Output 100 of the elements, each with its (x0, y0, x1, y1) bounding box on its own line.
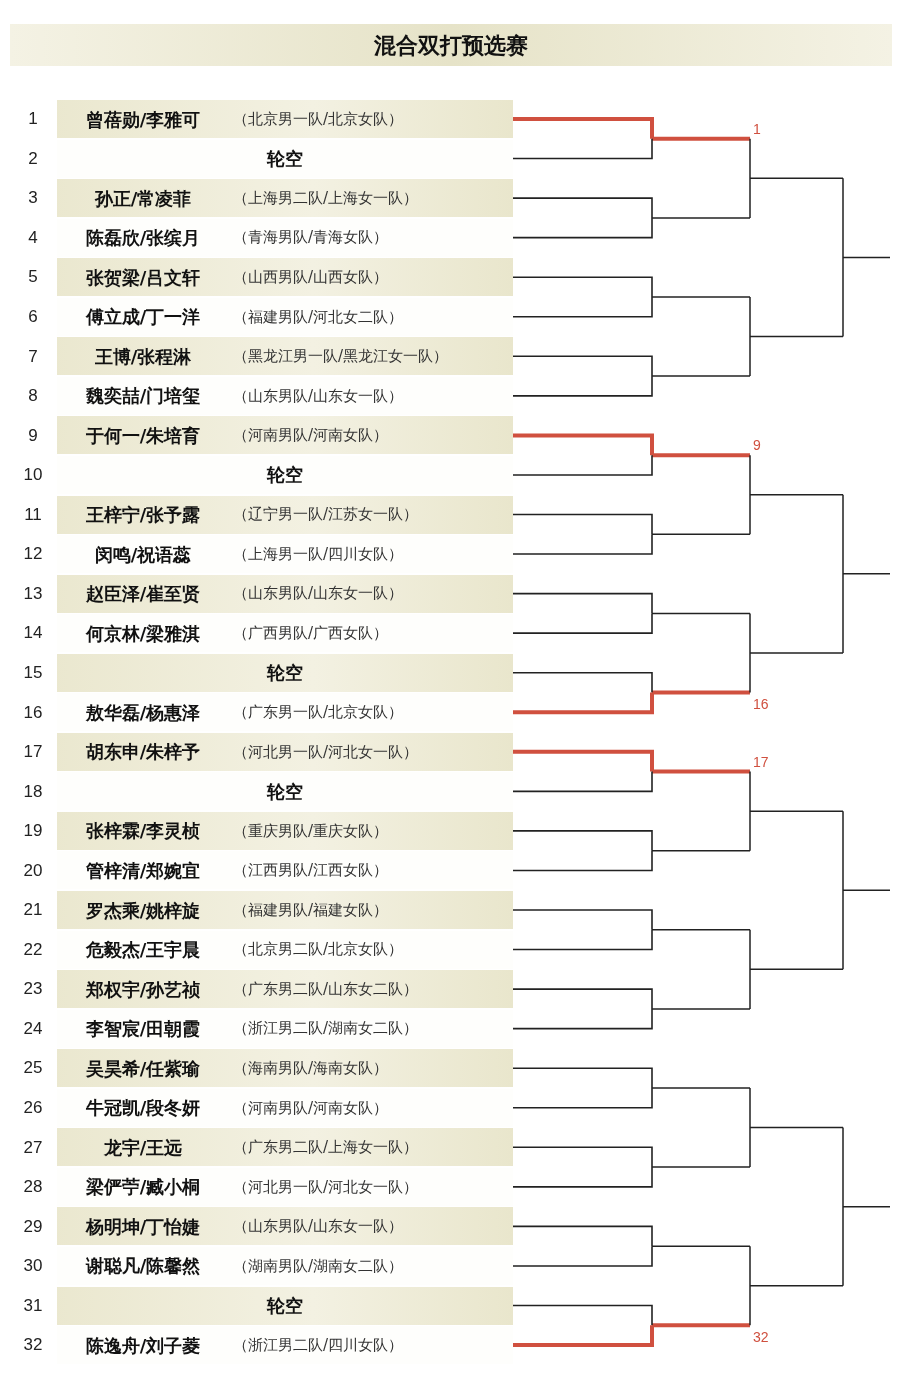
seed-number: 22 (22, 938, 44, 961)
player-names: 管梓清/郑婉宜 (84, 858, 202, 883)
team-names: （山东男队/山东女一队） (233, 385, 404, 407)
bracket-line (512, 929, 653, 951)
bye-text: 轮空 (265, 779, 304, 804)
bracket-line (512, 592, 653, 615)
seed-number: 21 (22, 899, 44, 922)
bracket-line (513, 117, 654, 139)
team-names: （青海男队/青海女队） (233, 227, 389, 249)
seed-number: 9 (27, 424, 39, 447)
player-names: 罗杰乘/姚梓旋 (84, 898, 202, 923)
seed-number: 8 (27, 385, 39, 408)
seed-number: 13 (22, 582, 44, 605)
bye-text: 轮空 (265, 1294, 304, 1318)
team-names: （广西男队/广西女队） (233, 622, 389, 644)
bracket-line (512, 296, 653, 318)
player-names: 闵鸣/祝语蕊 (93, 542, 193, 567)
seed-number: 15 (22, 661, 44, 684)
bracket-line (512, 533, 653, 555)
seed-number: 31 (22, 1294, 44, 1317)
seed-number: 30 (22, 1255, 44, 1278)
seed-label: 16 (753, 695, 769, 715)
team-names: （上海男二队/上海女一队） (233, 187, 419, 209)
team-names: （广东男二队/山东女二队） (233, 978, 419, 1000)
team-names: （广东男二队/上海女一队） (233, 1137, 419, 1159)
seed-number: 4 (27, 226, 39, 249)
team-names: （浙江男二队/四川女队） (233, 1334, 404, 1356)
player-names: 谢聪凡/陈馨然 (84, 1254, 202, 1279)
team-names: （上海男一队/四川女队） (233, 543, 404, 565)
team-names: （北京男一队/北京女队） (233, 108, 404, 130)
player-names: 陈逸舟/刘子菱 (84, 1333, 202, 1358)
seed-number: 28 (22, 1176, 44, 1199)
seed-number: 19 (22, 820, 44, 843)
bracket-line (512, 1067, 653, 1089)
player-names: 龙宇/王远 (102, 1135, 184, 1160)
seed-number: 11 (23, 503, 43, 526)
seed-number: 17 (22, 741, 44, 764)
seed-label: 32 (753, 1328, 769, 1348)
bracket-line (512, 276, 653, 298)
team-names: （河北男一队/河北女一队） (233, 741, 419, 763)
player-names: 何京林/梁雅淇 (84, 621, 202, 646)
player-names: 张贺梁/吕文轩 (84, 265, 202, 290)
seed-label: 17 (753, 752, 769, 772)
bracket-line (513, 1325, 654, 1348)
player-names: 敖华磊/杨惠泽 (84, 700, 202, 725)
seed-number: 5 (27, 266, 39, 289)
seed-number: 2 (27, 147, 39, 170)
player-names: 张梓霖/李灵桢 (84, 819, 202, 844)
seed-number: 29 (22, 1215, 44, 1238)
seed-number: 7 (27, 345, 39, 368)
team-names: （河北男一队/河北女一队） (233, 1176, 419, 1198)
team-names: （北京男二队/北京女队） (233, 939, 404, 961)
bracket-line (512, 1087, 653, 1109)
team-names: （浙江男二队/湖南女二队） (233, 1018, 419, 1040)
team-names: （海南男队/海南女队） (233, 1057, 389, 1079)
bracket-line (512, 138, 653, 160)
seed-number: 14 (22, 622, 44, 645)
seed-number: 3 (27, 187, 39, 210)
bracket-line (512, 1166, 653, 1188)
team-names: （福建男队/福建女队） (233, 899, 389, 921)
bracket-line (512, 1225, 653, 1247)
bracket-line (512, 197, 653, 219)
player-names: 王博/张程淋 (93, 344, 193, 369)
seed-number: 12 (22, 543, 44, 566)
bracket-line (512, 671, 653, 694)
seed-number: 16 (22, 701, 44, 724)
seed-number: 20 (22, 859, 44, 882)
player-names: 曾蓓勋/李雅可 (84, 107, 202, 132)
seed-label: 9 (753, 436, 761, 456)
player-names: 陈磊欣/张缤月 (84, 226, 202, 251)
title: 混合双打预选赛 (374, 31, 528, 60)
bracket-line (512, 770, 653, 793)
bracket-line (513, 692, 654, 715)
team-names: （山东男队/山东女一队） (233, 1216, 404, 1238)
team-names: （湖南男队/湖南女二队） (233, 1255, 404, 1277)
seed-number: 6 (27, 306, 39, 328)
player-names: 王梓宁/张予露 (84, 503, 202, 527)
bracket-line (512, 1146, 653, 1168)
player-names: 魏奕喆/门培玺 (84, 384, 202, 409)
bracket-line (512, 355, 653, 377)
player-names: 赵臣泽/崔至贤 (84, 582, 202, 607)
bracket-line (512, 217, 653, 239)
team-names: （重庆男队/重庆女队） (233, 820, 389, 842)
bracket-line (512, 849, 653, 872)
seed-number: 10 (22, 464, 44, 487)
player-names: 牛冠凯/段冬妍 (84, 1096, 202, 1121)
bye-text: 轮空 (265, 463, 304, 488)
bracket-line (512, 375, 653, 397)
seed-number: 23 (22, 978, 44, 1001)
seed-number: 18 (22, 780, 44, 803)
team-names: （河南男队/河南女队） (233, 425, 389, 447)
bye-text: 轮空 (265, 661, 304, 686)
bracket-line (512, 909, 653, 931)
bracket-line (512, 1245, 653, 1267)
bracket-line (512, 1008, 653, 1030)
team-names: （山西男队/山西女队） (233, 266, 389, 288)
bracket-line (512, 988, 653, 1010)
seed-number: 27 (22, 1136, 44, 1159)
team-names: （福建男队/河北女二队） (233, 306, 404, 328)
player-names: 吴昊希/任紫瑜 (84, 1056, 202, 1081)
